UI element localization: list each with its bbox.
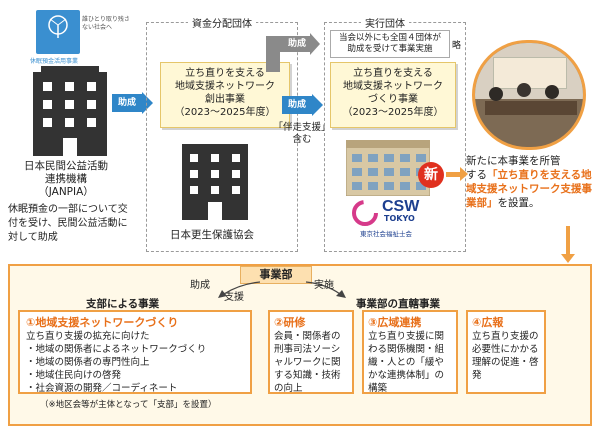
dept-support-label: 支援 — [224, 292, 244, 303]
csw-caption: 東京社会福祉士会 — [360, 230, 412, 238]
office-photo — [472, 40, 586, 150]
callout-text: 新たに本事業を所管 する「立ち直りを支える地域支援ネットワーク支援事業部」を設置… — [466, 155, 592, 209]
callout-highlight: 「立ち直りを支える地域支援ネットワーク支援事業部」 — [466, 169, 592, 209]
branch-box-title: ①地域支援ネットワークづくり — [26, 316, 179, 329]
impl-building-icon — [346, 140, 430, 196]
funding-org-title: 資金分配団体 — [188, 15, 256, 30]
branch-footnote: （※地区会等が主体となって「支部」を設置） — [40, 400, 217, 410]
branch-item: ・社会資源の開発／コーディネート — [26, 383, 178, 394]
impl-note: 当会以外にも全国４団体が 助成を受けて事業実施 — [330, 30, 450, 58]
funding-building-icon — [182, 144, 248, 220]
training-box: ②研修 会員・関係者の刑事司法ソーシャルワークに関する知識・技術の向上 — [268, 310, 354, 394]
branch-item: ・地域の関係者の専門性向上 — [26, 357, 150, 368]
janpia-name: 日本民間公益活動 連携機構 （JANPIA） — [24, 160, 108, 198]
csw-logo-icon — [352, 200, 378, 226]
new-badge: 新 — [418, 162, 444, 188]
janpia-logo — [36, 10, 80, 54]
funding-org-name: 日本更生保護協会 — [170, 229, 254, 241]
branch-item: ・地域住民向けの啓発 — [26, 370, 122, 381]
janpia-building-icon — [33, 66, 107, 156]
funding-project-box: 立ち直りを支える 地域支援ネットワーク 創出事業 （2023〜2025年度） — [160, 62, 290, 128]
grant-arrow-1-label: 助成 — [112, 94, 142, 112]
branch-title: 支部による事業 — [86, 298, 160, 310]
impl-org-title: 実行団体 — [361, 15, 409, 30]
grant-arrow-top-label: 助成 — [266, 36, 310, 52]
grant-arrow-2-label: 助成 — [282, 96, 312, 114]
branch-box: ①地域支援ネットワークづくり 立ち直り支援の拡充に向けた ・地域の関係者によるネ… — [18, 310, 252, 394]
direct-title: 事業部の直轄事業 — [356, 298, 440, 310]
branch-item: ・地域の関係者によるネットワークづくり — [26, 344, 207, 355]
janpia-logo-text: 誰ひとり取り残さない社会へ — [82, 16, 130, 31]
janpia-logo-caption: 休眠預金活用事業 — [30, 58, 79, 65]
publicity-box: ④広報 立ち直り支援の必要性にかかる理解の促進・啓発 — [466, 310, 546, 394]
csw-logo-text: CSW — [382, 198, 420, 215]
tree-icon — [48, 15, 68, 38]
support-note: 「伴走支援」 含む — [273, 122, 331, 145]
csw-logo-tokyo: TOKYO — [384, 214, 415, 223]
impl-note-abbrev: 略 — [452, 41, 462, 51]
dept-title: 事業部 — [240, 266, 312, 284]
janpia-description: 休眠預金の一部について交付を受け、民間公益活動に対して助成 — [8, 204, 128, 243]
impl-project-box: 立ち直りを支える 地域支援ネットワーク づくり事業 （2023〜2025年度） — [330, 62, 456, 128]
dept-left-label: 助成 — [190, 280, 210, 291]
branch-item: 立ち直り支援の拡充に向けた — [26, 331, 150, 342]
regional-cooperation-box: ③広域連携 立ち直り支援に関わる関係機関・組織・人との「緩やかな連携体制」の構築 — [362, 310, 458, 394]
